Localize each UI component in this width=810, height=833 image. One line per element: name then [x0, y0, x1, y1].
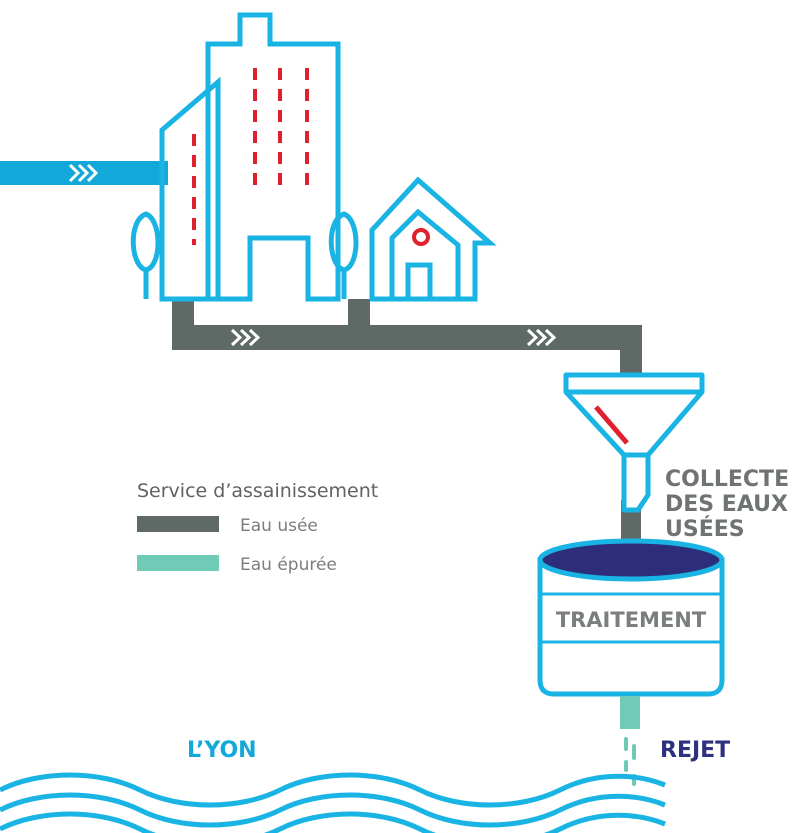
legend-title: Service d’assainissement: [137, 480, 378, 502]
funnel-red-mark: [594, 405, 629, 445]
treatment-tank-icon: [537, 538, 725, 697]
house-window-icon: [412, 228, 430, 246]
legend-swatch-wastewater: [137, 516, 219, 532]
collecte-label-line3: USÉES: [665, 516, 745, 542]
water-supply-pipe: [0, 161, 168, 185]
legend-swatch-treated: [137, 555, 219, 571]
collecte-label-line1: COLLECTE: [665, 467, 789, 492]
rejet-label: REJET: [660, 738, 730, 763]
buildings-icon: [130, 12, 497, 302]
flow-arrows-icon: [68, 163, 99, 183]
river-waves: [0, 772, 666, 833]
flow-arrows-icon: [230, 328, 557, 347]
window-lights: [192, 68, 309, 245]
river-label: L’YON: [187, 738, 257, 763]
collecte-label-line2: DES EAUX: [665, 492, 788, 517]
legend-item-wastewater: Eau usée: [240, 516, 318, 536]
traitement-label: TRAITEMENT: [556, 608, 707, 632]
legend: Service d’assainissement Eau usée Eau ép…: [137, 480, 378, 575]
treated-discharge: [620, 696, 640, 786]
legend-item-treated: Eau épurée: [240, 555, 337, 575]
